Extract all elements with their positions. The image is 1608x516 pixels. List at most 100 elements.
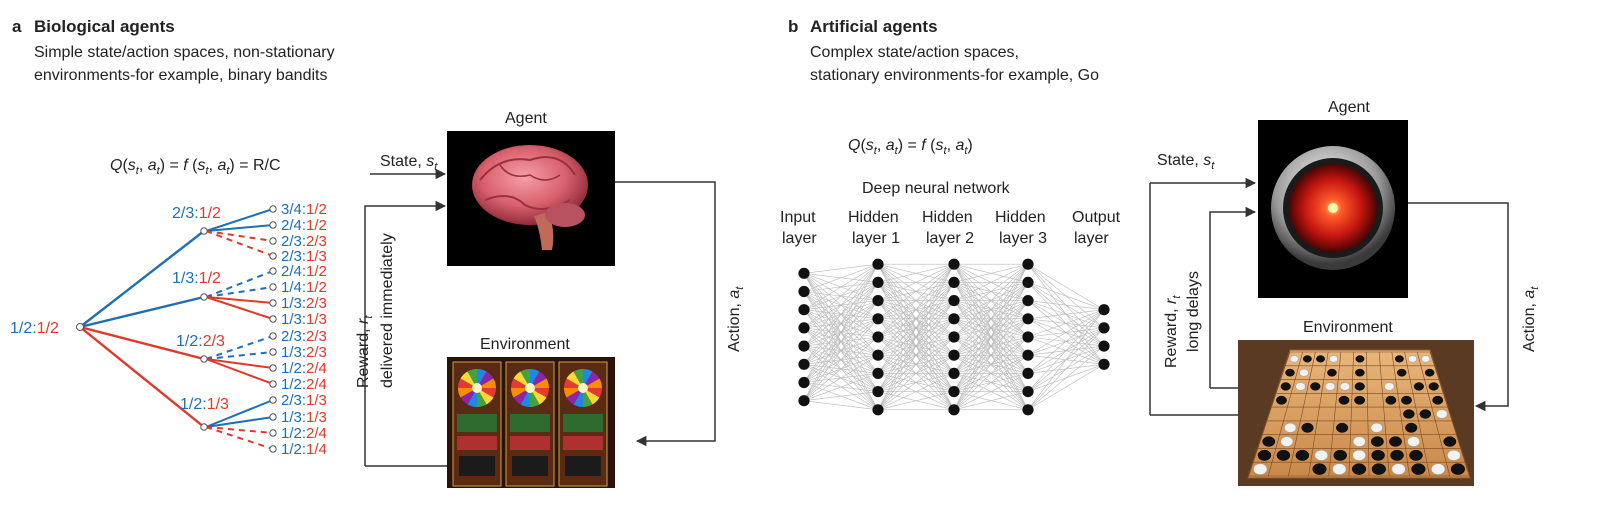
tree-leaf-node — [269, 252, 277, 260]
nn-connection — [953, 263, 1029, 301]
white-stone — [1299, 368, 1309, 377]
nn-connection — [1027, 263, 1105, 310]
nn-connection — [953, 263, 1029, 283]
white-stone — [1421, 355, 1431, 363]
nn-connection — [877, 263, 955, 301]
black-stone — [1396, 368, 1407, 377]
slot-screen — [563, 414, 603, 432]
tree-leaf-node — [269, 221, 277, 229]
brain-agent-image — [447, 131, 615, 266]
wheel-segment — [530, 371, 547, 388]
wheel-segment — [564, 378, 583, 388]
nn-neuron — [1022, 404, 1034, 416]
nn-neuron — [798, 267, 810, 279]
black-stone — [1338, 395, 1350, 405]
panel-b-state-label: State, st — [1157, 152, 1215, 172]
black-stone — [1336, 422, 1349, 433]
slot-reels — [459, 456, 495, 476]
nn-neuron — [872, 367, 884, 379]
wheel-segment — [583, 369, 593, 388]
tree-branch — [205, 358, 274, 385]
nn-neuron — [798, 395, 810, 407]
black-stone — [1327, 368, 1337, 377]
tree-branch — [205, 358, 274, 369]
nn-layer-label-line2: layer 3 — [999, 230, 1047, 247]
go-grid-line — [1416, 351, 1451, 477]
nn-connection — [803, 391, 879, 401]
nn-connection — [1027, 345, 1105, 411]
tree-leaf-node — [269, 396, 277, 404]
white-stone — [1332, 463, 1347, 475]
nn-connection — [803, 263, 879, 347]
nn-connection — [877, 373, 955, 411]
panel-a-action-label: Action, at — [726, 286, 746, 352]
tree-edge — [79, 325, 205, 361]
nn-layer-label-line1: Input — [780, 209, 816, 226]
nn-connection — [877, 300, 955, 410]
nn-connection — [877, 318, 955, 410]
wheel-segment — [564, 388, 583, 398]
network-title: Deep neural network — [862, 180, 1011, 197]
nn-connection — [877, 391, 955, 411]
wheel-segment — [458, 388, 477, 398]
nn-connection — [877, 263, 955, 338]
tree-leaf-label: 1/2:2/4 — [281, 360, 327, 377]
nn-connection — [877, 264, 955, 374]
nn-connection — [803, 318, 879, 401]
nn-connection — [953, 300, 1029, 410]
nn-connection — [953, 264, 1029, 410]
nn-connection — [877, 264, 955, 410]
tree-root-node — [76, 323, 84, 331]
tree-leaf-label: 2/4:1/2 — [281, 217, 327, 234]
tree-leaf-label: 1/3:1/3 — [281, 409, 327, 426]
black-stone — [1333, 449, 1347, 461]
tree-mid-label: 1/2:1/3 — [180, 396, 229, 413]
nn-connection — [953, 264, 1029, 374]
slot-screen — [457, 414, 497, 432]
white-stone — [1352, 449, 1366, 461]
bandit-tree: 1/2:1/22/3:1/21/3:1/21/2:2/31/2:1/33/4:1… — [10, 201, 327, 458]
nn-connection — [803, 373, 879, 401]
panel-b-environment-label: Environment — [1303, 319, 1393, 336]
panel-a-action-arrow — [615, 181, 716, 447]
nn-neuron — [872, 349, 884, 361]
tree-leaf-node — [269, 332, 277, 340]
tree-mid-label: 1/3:1/2 — [172, 270, 221, 287]
black-stone — [1310, 382, 1321, 391]
wheel-segment — [477, 369, 487, 388]
nn-neuron — [948, 313, 960, 325]
tree-leaf-node — [269, 364, 277, 372]
panel-a-equation: Q(st, at) = f (st, at) = R/C — [110, 157, 281, 177]
tree-leaf-label: 1/2:1/4 — [281, 441, 327, 458]
go-grid-line — [1267, 351, 1304, 477]
nn-connection — [877, 263, 955, 283]
nn-neuron — [948, 331, 960, 343]
nn-neuron — [872, 276, 884, 288]
tree-leaf-node — [269, 267, 277, 275]
nn-neuron — [1022, 258, 1034, 270]
black-stone — [1411, 463, 1426, 475]
panel-a-reward-label: Reward, rt — [355, 315, 375, 388]
black-stone — [1276, 395, 1287, 405]
nn-connection — [953, 263, 1029, 320]
nn-neuron — [948, 349, 960, 361]
nn-connection — [803, 300, 879, 401]
wheel-segment — [458, 378, 477, 388]
black-stone — [1409, 449, 1423, 461]
wheel-segment — [583, 388, 602, 398]
go-grid-line — [1328, 351, 1342, 477]
nn-neuron — [872, 313, 884, 325]
slot-panel — [563, 436, 603, 450]
nn-neuron — [948, 386, 960, 398]
panel-b-equation: Q(st, at) = f (st, at) — [848, 137, 973, 157]
nn-neuron — [872, 331, 884, 343]
nn-connection — [877, 336, 955, 411]
go-grid-line — [1404, 351, 1430, 477]
nn-neuron — [1022, 313, 1034, 325]
nn-connection — [1027, 309, 1105, 356]
nn-connection — [953, 264, 1029, 356]
tree-leaf-label: 2/3:2/3 — [281, 328, 327, 345]
tree-leaf-label: 2/3:2/3 — [281, 233, 327, 250]
black-stone — [1354, 395, 1366, 405]
